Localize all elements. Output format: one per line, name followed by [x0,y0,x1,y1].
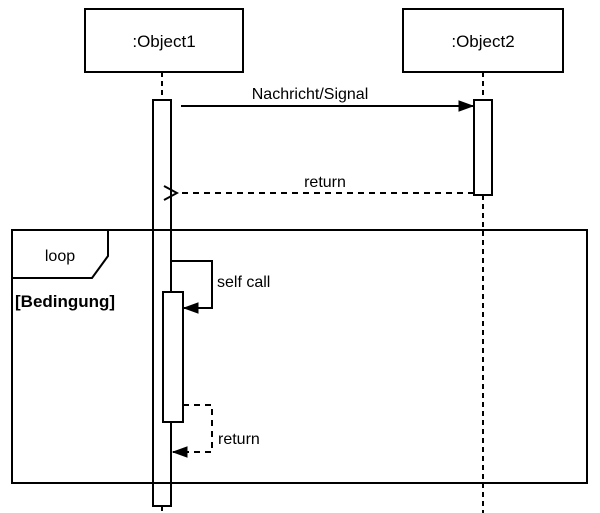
object2-header-box [402,8,564,73]
self-call-label: self call [217,274,270,291]
object1-nested-activation-bar [162,291,184,423]
object2-activation-bar [473,99,493,196]
loop-operator-pentagon [11,229,109,279]
loop-fragment-frame [11,229,588,484]
message-call-label: Nachricht/Signal [252,86,369,103]
loop-operator-label: loop [45,248,75,265]
diagram-shapes [11,8,588,513]
object1-name: :Object1 [132,32,195,51]
object1-header-box [84,8,244,73]
message-return-label: return [304,174,346,191]
self-call-arrow [171,260,213,308]
diagram-labels: :Object1 :Object2 Nachricht/Signal retur… [15,32,515,448]
self-call-return-label: return [218,431,260,448]
loop-guard-label: [Bedingung] [15,292,115,311]
object2-name: :Object2 [451,32,514,51]
self-call-return-arrow [173,404,213,452]
